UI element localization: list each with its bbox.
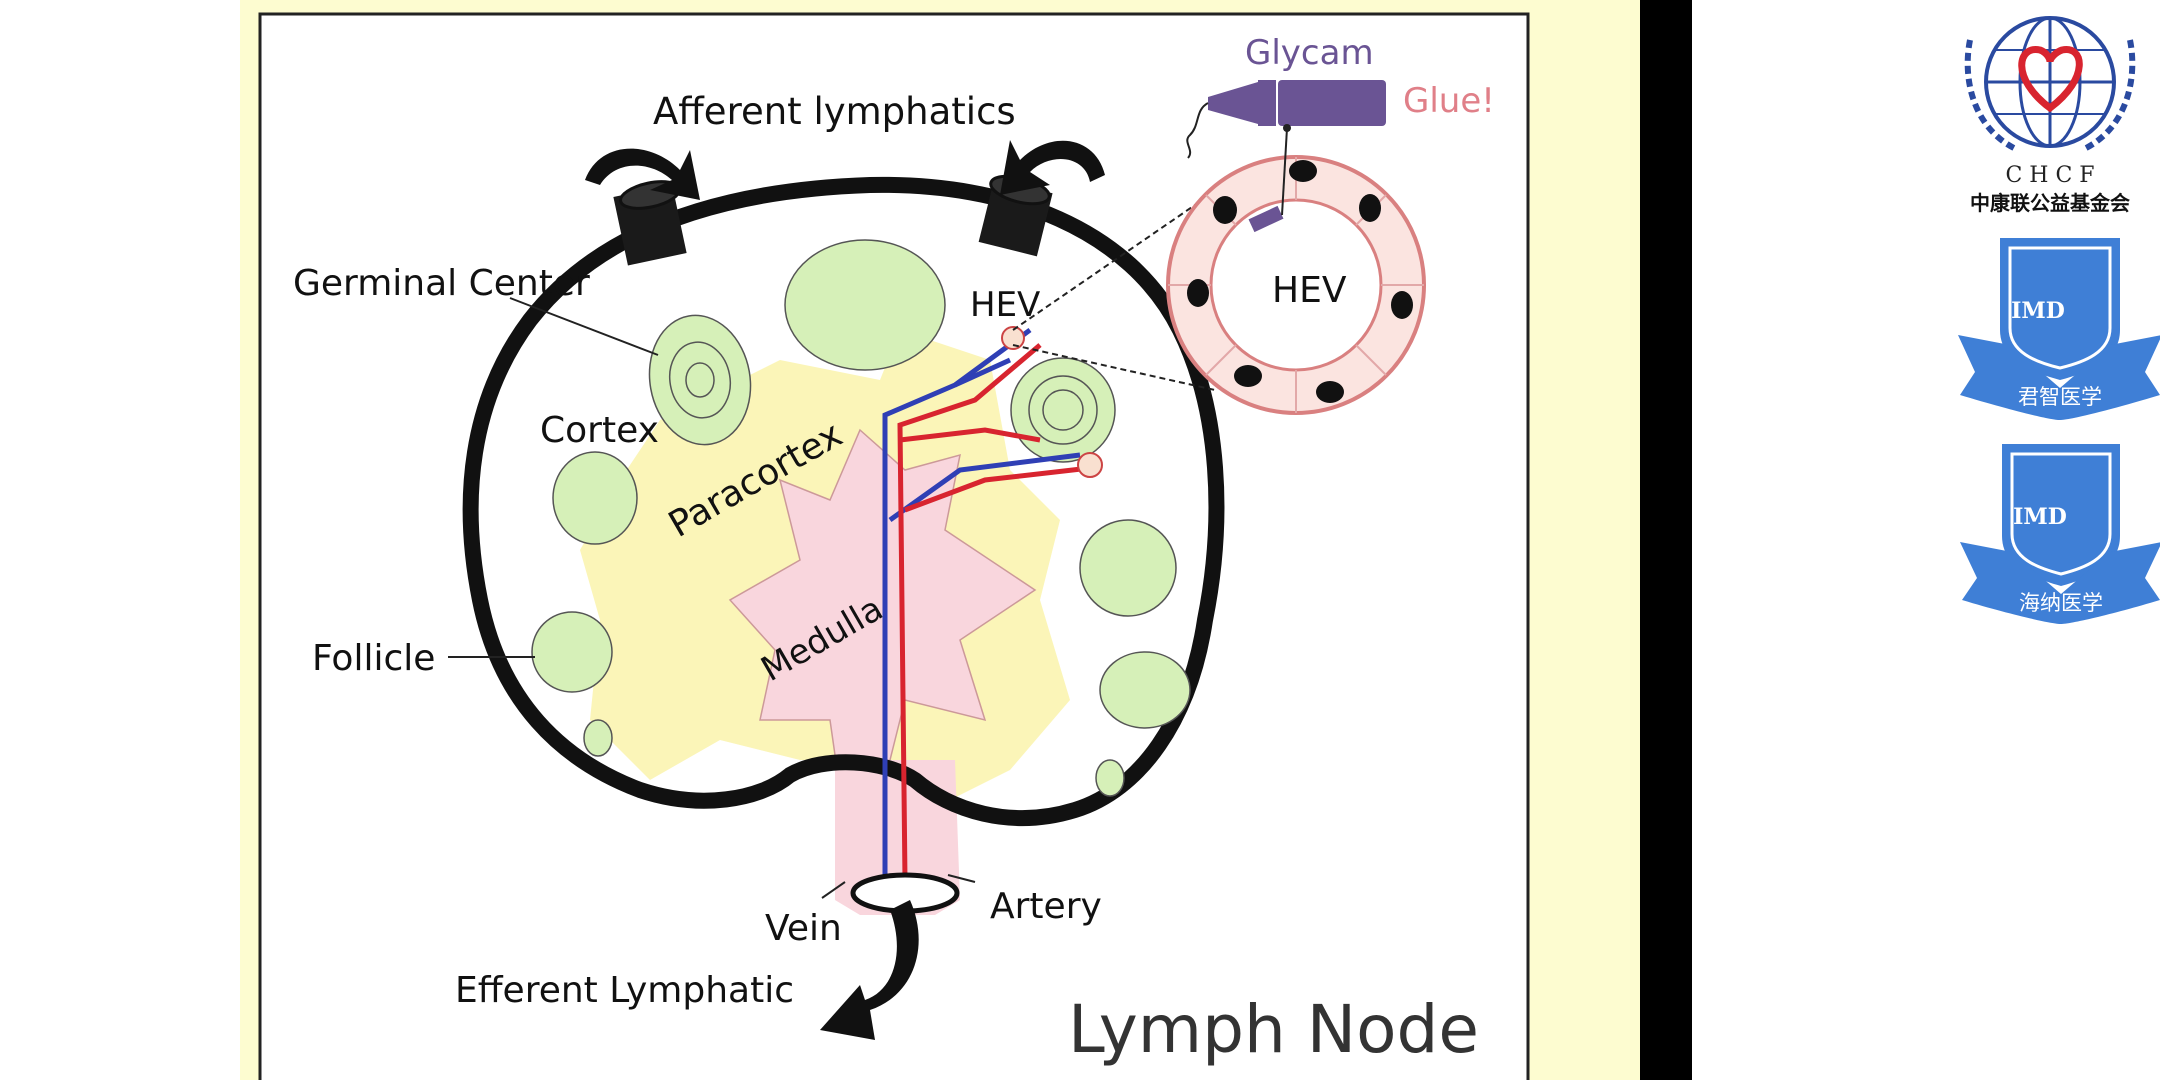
lymph-node-capsule <box>462 176 1225 827</box>
imd-badge-logo-2 <box>1960 444 2160 624</box>
diagram-title: Lymph Node <box>1068 991 1479 1068</box>
label-vein: Vein <box>765 908 842 949</box>
badge2-mark: IMD <box>2013 504 2067 530</box>
vein-branches <box>882 327 1081 880</box>
video-frame: Afferent lymphatics Germinal Center Cort… <box>240 0 1692 1080</box>
hev-inset <box>1166 155 1426 415</box>
label-germinal-center: Germinal Center <box>293 263 590 304</box>
glue-bottle-icon <box>1186 80 1386 216</box>
label-artery: Artery <box>990 886 1102 927</box>
hev-dot-lower <box>1077 452 1103 478</box>
afferent-vessel-right <box>978 140 1105 257</box>
artery-branches <box>897 343 1091 881</box>
label-cortex: Cortex <box>540 410 659 451</box>
label-efferent-lymphatic: Efferent Lymphatic <box>455 970 794 1011</box>
badge2-ribbon: 海纳医学 <box>2019 591 2103 615</box>
black-letterbox-bar <box>1640 0 1692 1080</box>
imd-badge-logo-1 <box>1958 238 2160 420</box>
badge1-mark: IMD <box>2011 298 2065 324</box>
label-afferent-lymphatics: Afferent lymphatics <box>653 90 1016 133</box>
hev-dot-upper <box>1001 326 1025 350</box>
label-hev-inset: HEV <box>1272 270 1347 311</box>
label-glue: Glue! <box>1403 81 1495 121</box>
label-glycam: Glycam <box>1245 33 1374 73</box>
chcf-abbreviation: C H C F <box>2005 163 2094 188</box>
chcf-name: 中康联公益基金会 <box>1970 191 2130 215</box>
lymph-node-diagram: Afferent lymphatics Germinal Center Cort… <box>258 12 1530 1080</box>
efferent-arrow <box>820 900 919 1040</box>
afferent-vessel-left <box>585 148 700 266</box>
label-hev: HEV <box>970 285 1040 325</box>
chcf-globe-logo <box>1964 16 2136 153</box>
sponsor-logos: C H C F 中康联公益基金会 IMD 君智医学 IMD 海纳医学 <box>1958 16 2160 624</box>
follicles <box>531 239 1191 797</box>
leader-lines <box>448 204 1216 899</box>
badge1-ribbon: 君智医学 <box>2018 385 2102 409</box>
label-follicle: Follicle <box>312 638 435 679</box>
